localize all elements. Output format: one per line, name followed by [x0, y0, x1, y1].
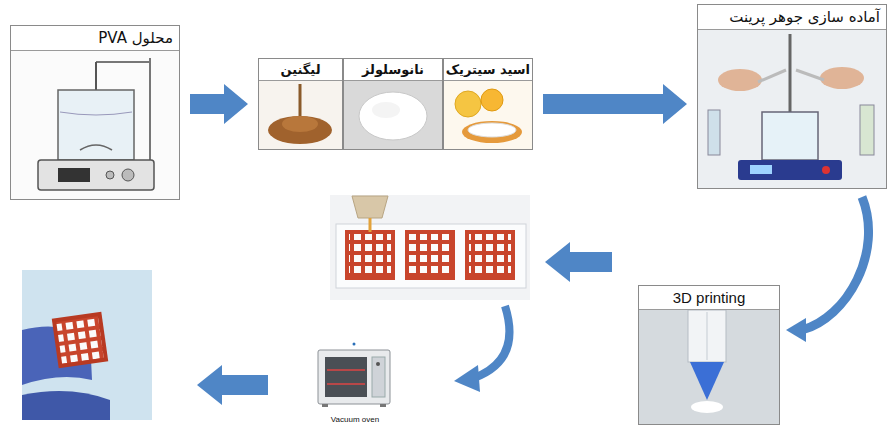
process-box: 3D printing: [638, 285, 780, 425]
printed-scaffolds-illustration: [330, 195, 530, 300]
node-title: اسید سیتریک: [444, 59, 532, 81]
printing-photo: [639, 310, 779, 424]
node-title: 3D printing: [639, 286, 779, 310]
final-scaffold-photo: [22, 270, 152, 420]
ink-preparation-illustration: [698, 29, 886, 188]
material-cell: لیگنین: [258, 58, 343, 150]
flow-arrow: [786, 197, 869, 342]
process-box: محلول PVA: [10, 25, 180, 200]
vacuum-oven-illustration: [318, 343, 390, 408]
equipment-label: Vacuum oven: [305, 415, 405, 424]
node-title: لیگنین: [259, 59, 342, 81]
flow-arrow: [802, 197, 869, 330]
stirrer-illustration: [11, 50, 179, 199]
material-cell: نانوسلولز: [343, 58, 443, 150]
equipment-node: Vacuum oven: [305, 340, 405, 426]
nanocellulose-illustration: [344, 81, 442, 149]
flow-arrow: [545, 242, 612, 282]
flow-arrow: [543, 84, 687, 124]
flow-arrow: [197, 365, 268, 405]
flow-arrow: [454, 365, 480, 392]
lignin-illustration: [259, 81, 342, 149]
node-title: آماده سازی جوهر پرینت: [698, 5, 886, 30]
flow-arrow: [474, 306, 509, 378]
flow-arrow: [786, 318, 806, 342]
flow-arrow: [190, 84, 248, 124]
material-cell: اسید سیتریک: [443, 58, 533, 150]
citric-acid-illustration: [444, 81, 532, 149]
node-title: نانوسلولز: [344, 59, 442, 81]
process-box: آماده سازی جوهر پرینت: [697, 4, 887, 189]
node-title: محلول PVA: [11, 26, 179, 51]
